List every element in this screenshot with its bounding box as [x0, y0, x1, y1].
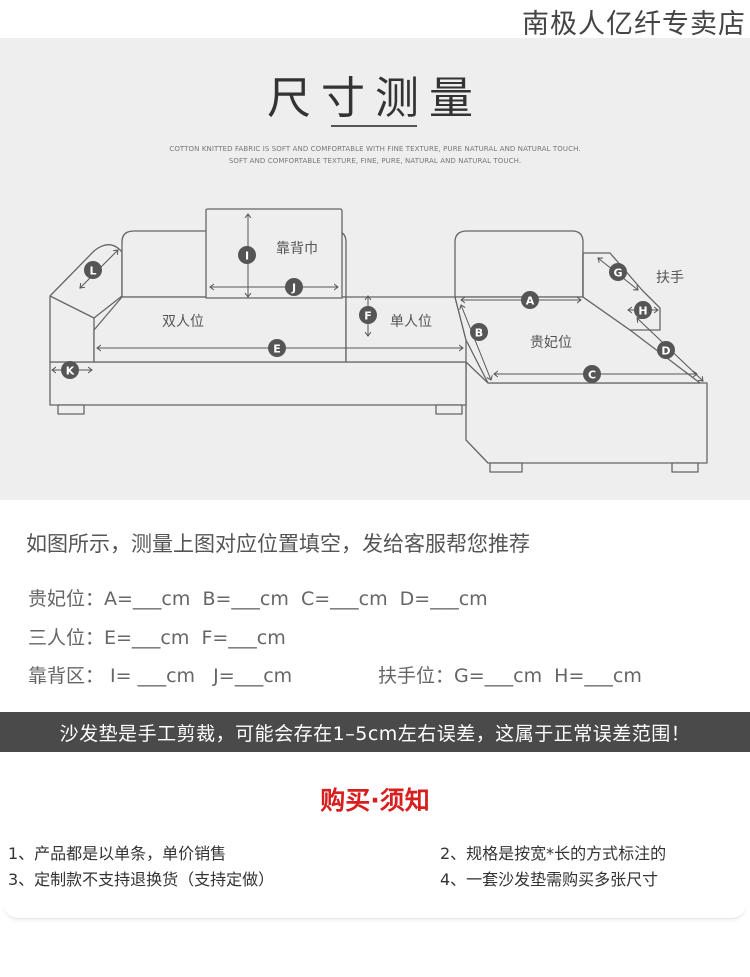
form-row-chaise: 贵妃位：A=___cm B=___cm C=___cm D=___cm	[28, 588, 488, 610]
marker-l: L	[84, 261, 102, 279]
svg-text:E: E	[273, 343, 281, 356]
purchase-note-2: 2、规格是按宽*长的方式标注的	[440, 844, 667, 863]
marker-i: I	[238, 246, 256, 264]
svg-text:G: G	[613, 267, 622, 280]
purchase-note-1: 1、产品都是以单条，单价销售	[8, 844, 227, 863]
svg-text:D: D	[661, 345, 670, 358]
marker-e: E	[268, 339, 286, 357]
marker-c: C	[583, 365, 601, 383]
purchase-note-3: 3、定制款不支持退换货（支持定做）	[8, 870, 275, 889]
marker-b: B	[470, 323, 488, 341]
purchase-note-4: 4、一套沙发垫需购买多张尺寸	[440, 870, 659, 889]
label-backrest: 靠背巾	[276, 241, 318, 257]
subtitle-line-2: SOFT AND COMFORTABLE TEXTURE, FINE, PURE…	[228, 157, 522, 165]
svg-text:I: I	[245, 250, 249, 263]
svg-text:F: F	[364, 310, 372, 323]
marker-j: J	[285, 278, 303, 296]
title-underline	[331, 125, 417, 127]
store-name: 南极人亿纤专卖店	[522, 9, 746, 40]
svg-text:H: H	[638, 305, 647, 318]
svg-text:B: B	[475, 327, 483, 340]
svg-text:K: K	[66, 365, 75, 378]
bottom-card-edge	[4, 904, 746, 919]
subtitle-line-1: COTTON KNITTED FABRIC IS SOFT AND COMFOR…	[169, 145, 581, 153]
instruction-text: 如图所示，测量上图对应位置填空，发给客服帮您推荐	[26, 532, 530, 556]
form-row-three-seat: 三人位：E=___cm F=___cm	[28, 627, 286, 649]
marker-g: G	[609, 263, 627, 281]
marker-a: A	[521, 291, 539, 309]
sofa-diagram: A B C D E F G H I J K L 靠背巾 双人位 单人位 贵妃位 …	[49, 208, 708, 473]
error-banner-text: 沙发垫是手工剪裁，可能会存在1–5cm左右误差，这属于正常误差范围！	[59, 723, 691, 745]
page-title: 尺寸测量	[267, 73, 483, 124]
form-row-armrest: 扶手位：G=___cm H=___cm	[378, 665, 642, 687]
marker-k: K	[61, 361, 79, 379]
marker-h: H	[634, 301, 652, 319]
purchase-title: 购买·须知	[320, 786, 430, 815]
label-chaise: 贵妃位	[530, 335, 572, 351]
error-banner	[0, 712, 750, 752]
form-row-backrest: 靠背区： I= ___cm J=___cm	[28, 665, 293, 687]
label-armrest: 扶手	[656, 270, 684, 286]
marker-f: F	[359, 306, 377, 324]
svg-text:J: J	[291, 282, 296, 295]
marker-d: D	[657, 341, 675, 359]
label-double-seat: 双人位	[162, 314, 204, 330]
svg-text:C: C	[588, 369, 596, 382]
svg-text:L: L	[89, 265, 96, 278]
label-single-seat: 单人位	[390, 314, 432, 330]
svg-text:A: A	[526, 295, 535, 308]
